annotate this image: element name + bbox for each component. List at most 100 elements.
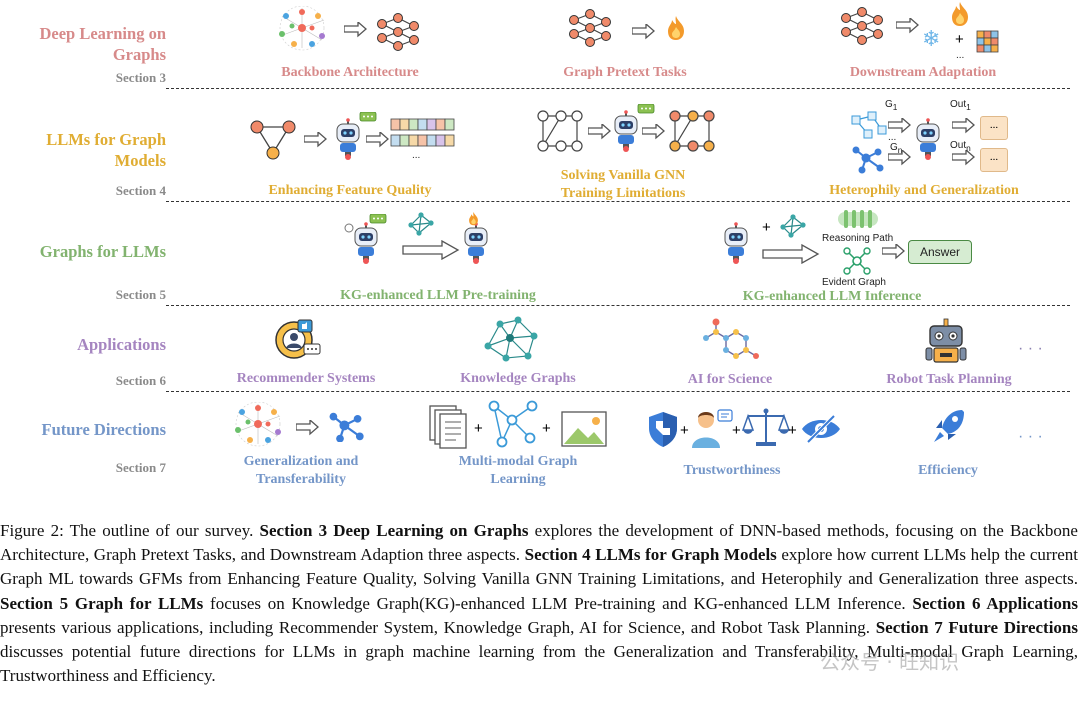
- more-applications-ellipsis: · · ·: [1018, 340, 1043, 357]
- robot-llm-icon: [344, 214, 387, 265]
- neural-network-icon: [376, 12, 420, 52]
- network-icon: [852, 145, 884, 174]
- gn-letter: G: [890, 142, 898, 153]
- generalization-line-1: Generalization and: [243, 454, 359, 469]
- ellipsis-text: ...: [888, 132, 897, 143]
- recommender-icon: [275, 319, 321, 359]
- plus-icon: +: [762, 219, 771, 236]
- section-3-title-line-2: Graphs: [112, 45, 166, 64]
- trustworthiness-label: Trustworthiness: [683, 463, 781, 478]
- section-3-label: Section 3: [115, 70, 166, 85]
- generalization-line-2: Transferability: [256, 472, 346, 487]
- knowledge-graphs-label: Knowledge Graphs: [460, 371, 576, 386]
- arrow-icon: [366, 132, 389, 147]
- evident-graph-label: Evident Graph: [822, 277, 886, 288]
- g1-label: G1: [885, 99, 897, 112]
- long-arrow-icon: [402, 240, 460, 260]
- arrow-icon: [888, 150, 911, 165]
- output-box-1: ...: [980, 116, 1008, 140]
- survey-outline-figure: Deep Learning on Graphs Section 3 LLMs f…: [0, 2, 1070, 489]
- fire-icon: [668, 16, 684, 40]
- watermark: 公众号 · 旺知识: [820, 650, 960, 674]
- plus-icon: +: [732, 422, 741, 439]
- backbone-architecture-label: Backbone Architecture: [281, 65, 419, 80]
- enhancing-feature-quality-label: Enhancing Feature Quality: [268, 183, 432, 198]
- graph-icon: [488, 400, 538, 448]
- arrow-icon: [344, 22, 367, 37]
- divider-1: [166, 88, 1070, 89]
- section-5-title: Graphs for LLMs: [39, 242, 166, 261]
- out1-text: Out: [950, 99, 967, 110]
- social-network-icon: [234, 402, 282, 447]
- evident-graph-icon: [843, 247, 871, 275]
- recommender-systems-label: Recommender Systems: [236, 371, 376, 386]
- plus-icon: +: [788, 422, 797, 439]
- section-4-title-line-2: Models: [114, 151, 166, 170]
- snowflake-icon: ❄: [922, 26, 941, 51]
- section-7-title: Future Directions: [41, 420, 167, 439]
- kg-enhanced-inference-label: KG-enhanced LLM Inference: [742, 289, 922, 304]
- robot-llm-icon: [916, 117, 940, 161]
- efficiency-label: Efficiency: [918, 463, 978, 478]
- person-icon: [692, 409, 733, 448]
- network-icon: [328, 411, 364, 442]
- triangle-graph-icon: [250, 120, 296, 160]
- caption-section-4-text: explore how current LLMs help the curren…: [0, 545, 1078, 589]
- out1-subscript: 1: [966, 102, 971, 112]
- caption-section-6-bold: Section 6 Applications: [912, 593, 1078, 613]
- g1-subscript: 1: [892, 102, 898, 112]
- plus-icon: +: [680, 422, 689, 439]
- output-box-n: ...: [980, 148, 1008, 172]
- caption-section-7-bold: Section 7 Future Directions: [875, 617, 1078, 637]
- image-icon: [561, 411, 607, 447]
- plus-icon: +: [542, 420, 551, 437]
- fire-icon: [952, 2, 968, 26]
- plus-icon: +: [955, 31, 964, 48]
- arrow-icon: [896, 18, 919, 33]
- feature-embedding-icon: [390, 118, 455, 147]
- caption-prefix: Figure 2: The outline of our survey.: [0, 521, 260, 540]
- section-4-title: LLMs for Graph Models: [0, 129, 166, 171]
- robot-llm-fire-icon: [464, 212, 488, 264]
- hex-graph-icon: [537, 110, 583, 152]
- generalization-transferability-label: Generalization and Transferability: [212, 453, 390, 489]
- section-3-title-line-1: Deep Learning on: [39, 24, 166, 43]
- more-directions-ellipsis: · · ·: [1018, 428, 1043, 445]
- ellipsis-text: ...: [956, 50, 965, 61]
- solving-vanilla-gnn-line-1: Solving Vanilla GNN: [560, 168, 686, 183]
- reasoning-path-icon: [838, 210, 878, 228]
- out1-label: Out1: [950, 99, 971, 112]
- arrow-icon: [632, 24, 655, 39]
- document-icon: [429, 405, 467, 449]
- robot-task-planning-label: Robot Task Planning: [886, 372, 1012, 387]
- ai-for-science-label: AI for Science: [687, 372, 773, 387]
- caption-section-4-bold: Section 4 LLMs for Graph Models: [524, 545, 777, 565]
- eye-slash-icon: [802, 414, 840, 444]
- section-5-label: Section 5: [115, 287, 166, 302]
- g1-letter: G: [885, 99, 893, 110]
- ellipsis-text: ...: [412, 150, 421, 161]
- reasoning-path-label: Reasoning Path: [822, 233, 894, 244]
- rocket-icon: [934, 410, 964, 442]
- section-7-label: Section 7: [115, 460, 166, 475]
- neural-network-icon: [568, 8, 612, 48]
- caption-section-6-text: presents various applications, including…: [0, 617, 876, 637]
- section-3-title: Deep Learning on Graphs: [0, 23, 166, 65]
- graph-pretext-tasks-label: Graph Pretext Tasks: [563, 65, 687, 80]
- caption-section-7-text: discusses potential future directions fo…: [0, 642, 1078, 686]
- divider-2: [166, 201, 1070, 202]
- robot-icon: [925, 318, 967, 363]
- arrow-icon: [888, 118, 911, 133]
- multimodal-graph-learning-label: Multi-modal Graph Learning: [428, 453, 608, 489]
- divider-3: [166, 305, 1070, 306]
- figure-caption: Figure 2: The outline of our survey. Sec…: [0, 519, 1078, 688]
- caption-section-5-bold: Section 5 Graph for LLMs: [0, 593, 204, 613]
- molecule-icon: [703, 318, 759, 359]
- gn-label: Gn: [890, 142, 902, 155]
- neural-network-icon: [840, 6, 884, 46]
- multimodal-line-2: Learning: [490, 472, 546, 487]
- arrow-icon: [642, 124, 665, 139]
- caption-section-3-bold: Section 3 Deep Learning on Graphs: [259, 521, 529, 540]
- scales-icon: [742, 408, 790, 446]
- document-graph-icon: [851, 111, 887, 139]
